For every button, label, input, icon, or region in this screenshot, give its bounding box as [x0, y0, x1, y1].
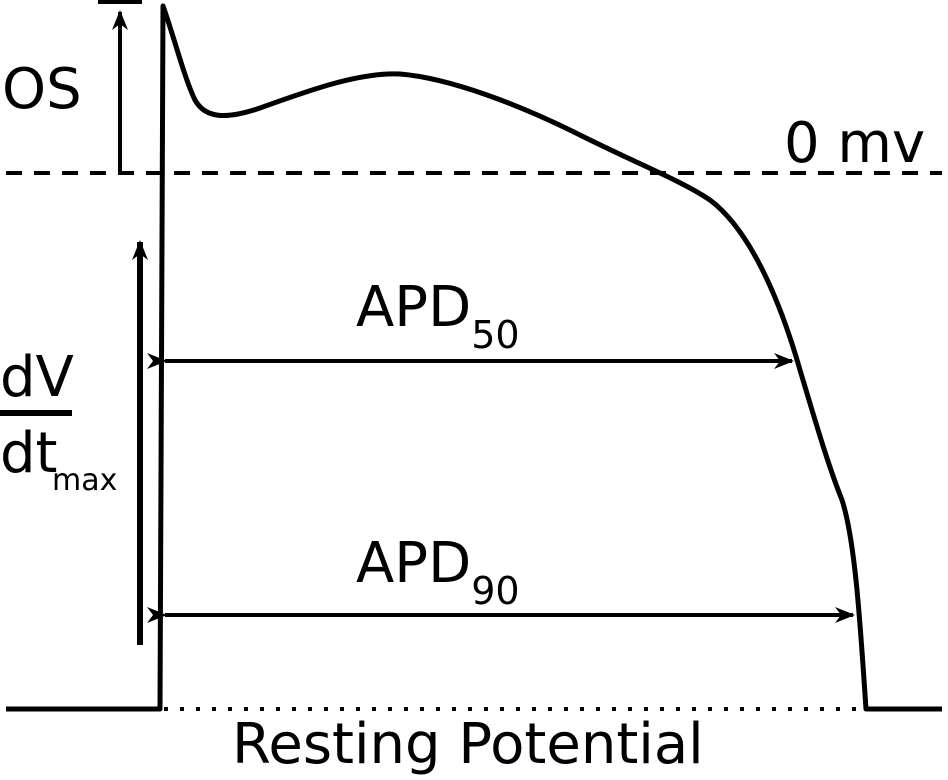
apd90-label: APD90 [356, 536, 520, 611]
overshoot-label: OS [2, 57, 82, 122]
apd50-label: APD50 [356, 280, 520, 355]
dvdt-fraction-bar [0, 410, 72, 416]
apd50-subscript: 50 [471, 313, 520, 357]
resting-potential-label: Resting Potential [232, 712, 704, 777]
zero-mv-label: 0 mv [784, 111, 926, 176]
apd90-subscript: 90 [471, 569, 520, 613]
dvdt-max-subscript: max [52, 463, 118, 498]
dvdt-numerator: dV [0, 345, 74, 410]
action-potential-curve [6, 3, 942, 712]
apd90-main-text: APD [356, 531, 472, 596]
dvdt-denominator: dt [0, 421, 58, 486]
apd50-main-text: APD [356, 275, 472, 340]
